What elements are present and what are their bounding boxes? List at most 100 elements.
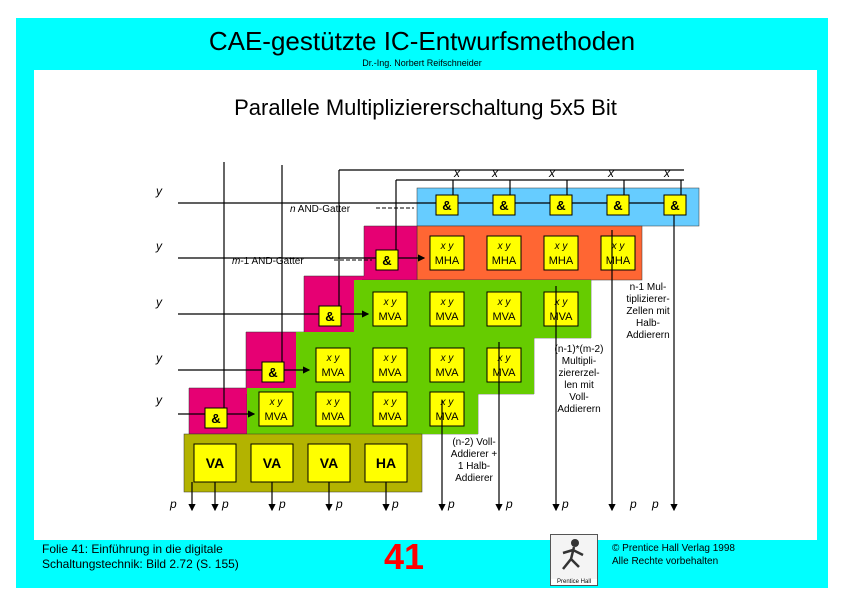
annotation-line: (n-1)*(m-2) xyxy=(555,344,604,355)
full-adder xyxy=(250,443,294,483)
x-label: x xyxy=(663,166,671,180)
full-adder-label: VA xyxy=(320,455,338,471)
and-gate-label: & xyxy=(499,198,508,213)
x-label: x xyxy=(607,166,615,180)
annotation-line: ziererzel- xyxy=(558,368,599,379)
annotation-line: (n-2) Voll- xyxy=(452,437,495,448)
svg-text:m-1 AND-Gatter: m-1 AND-Gatter xyxy=(232,256,304,267)
footer-caption: Folie 41: Einführung in die digitale Sch… xyxy=(42,542,239,572)
cell-xy-label: x y xyxy=(497,297,512,308)
mva-cell xyxy=(429,347,465,383)
mva-cell-label: MVA xyxy=(321,367,345,379)
p-label: p xyxy=(447,497,455,511)
and-gate-row: & & & & & xyxy=(435,194,687,216)
and-gate xyxy=(261,361,285,383)
footer-line: Schaltungstechnik: Bild 2.72 (S. 155) xyxy=(42,557,239,571)
runner-icon xyxy=(562,539,584,570)
and-gate-column: & & & & xyxy=(204,249,399,429)
annotation-full-cells: (n-1)*(m-2)Multipli-ziererzel-len mitVol… xyxy=(555,344,604,415)
mva-cell-label: MVA xyxy=(435,367,459,379)
mha-cell xyxy=(429,235,465,271)
full-adder-label: VA xyxy=(263,455,281,471)
cell-xy-label: x y xyxy=(383,397,398,408)
y-label: y xyxy=(155,295,163,309)
copyright-line: Alle Rechte vorbehalten xyxy=(612,556,719,567)
cell-xy-label: x y xyxy=(440,397,455,408)
cell-xy-label: x y xyxy=(326,397,341,408)
mva-cell-label: MVA xyxy=(264,411,288,423)
mva-cell-label: MVA xyxy=(492,311,516,323)
mva-cell xyxy=(372,347,408,383)
mva-cell-label: MVA xyxy=(435,311,459,323)
and-gate xyxy=(375,249,399,271)
logo-text: Prentice Hall xyxy=(551,579,597,585)
and-gate-label: & xyxy=(556,198,565,213)
full-adder xyxy=(193,443,237,483)
mva-cell xyxy=(543,291,579,327)
cell-xy-label: x y xyxy=(269,397,284,408)
publisher-logo: Prentice Hall xyxy=(550,534,598,586)
cell-xy-label: x y xyxy=(326,353,341,364)
mva-cell-label: MVA xyxy=(492,367,516,379)
x-label: x xyxy=(453,166,461,180)
mva-cell-label: MVA xyxy=(378,367,402,379)
x-input-wires xyxy=(223,162,684,408)
mha-cell-label: MHA xyxy=(435,255,460,267)
annotation-line: Halb- xyxy=(636,318,660,329)
slide-frame: CAE-gestützte IC-Entwurfsmethoden Dr.-In… xyxy=(16,18,828,588)
cell-xy-label: x y xyxy=(497,241,512,252)
full-adder-label: VA xyxy=(206,455,224,471)
full-adder xyxy=(307,443,351,483)
p-label: p xyxy=(561,497,569,511)
footer-line: Folie 41: Einführung in die digitale xyxy=(42,542,223,556)
annotation-line: Addierer xyxy=(455,473,493,484)
mva-cell-label: MVA xyxy=(321,411,345,423)
copyright: © Prentice Hall Verlag 1998 Alle Rechte … xyxy=(612,542,735,568)
annotation-line: 1 Halb- xyxy=(458,461,490,472)
and-gate xyxy=(204,407,228,429)
adder-row: VA VA VA HA xyxy=(193,443,408,483)
and-gate-label: & xyxy=(382,253,391,268)
mva-cell xyxy=(429,391,465,427)
mva-cell xyxy=(372,391,408,427)
annotation-n-and: n AND-Gatter xyxy=(290,204,414,215)
x-labels: x x x x x xyxy=(453,166,671,180)
cell-xy-label: x y xyxy=(440,353,455,364)
mva-cell xyxy=(258,391,294,427)
output-wires xyxy=(188,215,678,512)
and-gate-label: & xyxy=(442,198,451,213)
author: Dr.-Ing. Norbert Reifschneider xyxy=(362,58,482,68)
cell-xy-label: x y xyxy=(383,353,398,364)
y-label: y xyxy=(155,351,163,365)
and-gate-label: & xyxy=(325,309,334,324)
mva-cell-label: MVA xyxy=(378,311,402,323)
and-gate-label: & xyxy=(211,411,220,426)
annotation-half-cells: n-1 Mul-tiplizierer-Zellen mitHalb-Addie… xyxy=(626,282,670,341)
half-adder-label: HA xyxy=(376,455,396,471)
content-panel: Parallele Multipliziererschaltung 5x5 Bi… xyxy=(34,70,817,540)
x-label: x xyxy=(548,166,556,180)
annotation-line: Multipli- xyxy=(562,356,596,367)
cell-xy-label: x y xyxy=(497,353,512,364)
annotation-line: len mit xyxy=(564,380,594,391)
mha-cell-label: MHA xyxy=(549,255,574,267)
and-gate-label: & xyxy=(613,198,622,213)
and-gate xyxy=(663,194,687,216)
p-label: p xyxy=(169,497,177,511)
and-gate xyxy=(435,194,459,216)
and-gate xyxy=(318,305,342,327)
mha-cell xyxy=(486,235,522,271)
p-label: p xyxy=(505,497,513,511)
x-label: x xyxy=(491,166,499,180)
p-label: p xyxy=(335,497,343,511)
annotation-line: Addierern xyxy=(626,330,669,341)
annotation-m-and: m-1 AND-Gatter xyxy=(232,256,372,267)
annotation-line: n-1 Mul- xyxy=(630,282,667,293)
course-title: CAE-gestützte IC-Entwurfsmethoden xyxy=(208,26,636,56)
mva-cell xyxy=(429,291,465,327)
cell-xy-label: x y xyxy=(554,241,569,252)
and-gate xyxy=(606,194,630,216)
p-label: p xyxy=(278,497,286,511)
slide-title: Parallele Multipliziererschaltung 5x5 Bi… xyxy=(234,95,617,120)
